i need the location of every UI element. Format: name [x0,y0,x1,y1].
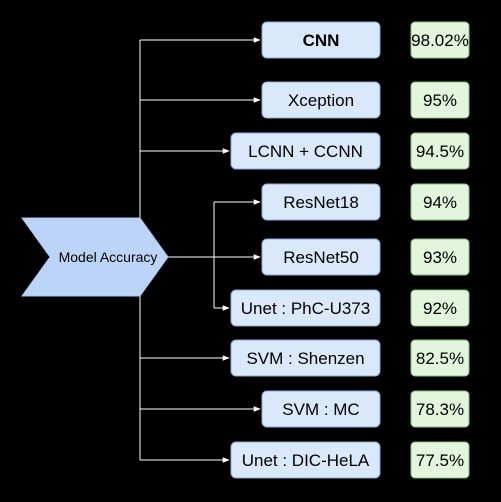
model-row-cnn: CNN 98.02% [261,21,470,59]
model-row-xception: Xception 95% [261,81,470,119]
model-name: LCNN + CCNN [248,142,363,161]
hub-shape [21,217,169,297]
accuracy-value: 77.5% [416,451,464,470]
accuracy-value: 94% [423,193,457,212]
model-row-unet-dic-hela: Unet : DIC-HeLA 77.5% [230,441,470,479]
model-box [261,183,381,221]
accuracy-box [410,390,470,428]
model-box [230,289,381,327]
accuracy-value: 78.3% [416,400,464,419]
model-name: Unet : DIC-HeLA [242,451,370,470]
accuracy-value: 98.02% [411,31,469,50]
model-name: ResNet18 [283,193,359,212]
accuracy-value: 92% [423,299,457,318]
model-box [230,441,381,479]
model-box [230,339,381,377]
accuracy-value: 95% [423,91,457,110]
model-name: SVM : MC [282,400,359,419]
model-box [261,390,381,428]
accuracy-box [410,238,470,276]
model-row-resnet18: ResNet18 94% [261,183,470,221]
model-name: Unet : PhC-U373 [241,299,370,318]
model-box [261,21,381,59]
model-row-svm-mc: SVM : MC 78.3% [261,390,470,428]
model-rows: CNN 98.02% Xception 95% LCNN + CCNN 94.5% ResN… [230,21,470,479]
model-row-unet-phc-u373: Unet : PhC-U373 92% [230,289,470,327]
model-box [230,132,381,170]
model-row-resnet50: ResNet50 93% [261,238,470,276]
model-box [261,81,381,119]
accuracy-box [410,81,470,119]
model-name: SVM : Shenzen [246,349,364,368]
accuracy-box [410,441,470,479]
accuracy-value: 82.5% [416,349,464,368]
model-name: ResNet50 [283,248,359,267]
accuracy-box [410,21,470,59]
accuracy-value: 93% [423,248,457,267]
model-name: Xception [288,91,354,110]
model-name: CNN [303,31,340,50]
model-row-lcnn-ccnn: LCNN + CCNN 94.5% [230,132,470,170]
accuracy-box [410,339,470,377]
hub-label: Model Accuracy [59,249,158,265]
accuracy-box [410,183,470,221]
model-row-svm-shenzen: SVM : Shenzen 82.5% [230,339,470,377]
hub-node: Model Accuracy [21,217,169,297]
accuracy-box [410,132,470,170]
model-box [261,238,381,276]
accuracy-box [410,289,470,327]
accuracy-value: 94.5% [416,142,464,161]
